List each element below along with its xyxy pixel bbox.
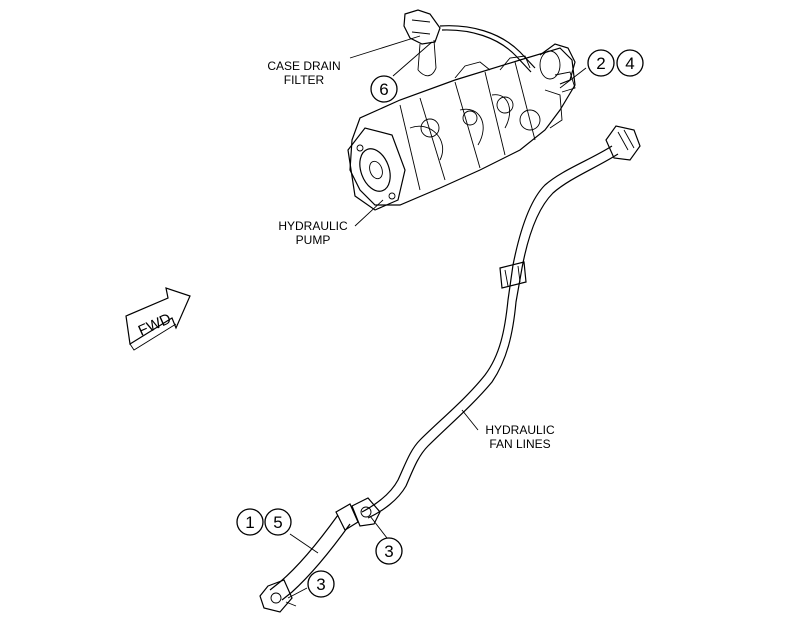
svg-text:CASE DRAIN: CASE DRAIN — [267, 59, 340, 73]
case-drain-filter-label: CASE DRAIN FILTER — [267, 59, 340, 87]
hydraulic-fan-line-tube — [361, 125, 641, 519]
svg-text:HYDRAULIC: HYDRAULIC — [278, 219, 348, 233]
svg-text:4: 4 — [625, 54, 634, 73]
lower-hose-drawing — [259, 497, 381, 613]
fwd-label: FWD — [136, 310, 174, 339]
svg-text:3: 3 — [384, 542, 393, 561]
hydraulic-pump-label: HYDRAULIC PUMP — [278, 219, 348, 247]
svg-text:5: 5 — [273, 513, 282, 532]
hydraulic-pump-drawing — [347, 43, 576, 211]
svg-text:PUMP: PUMP — [296, 233, 331, 247]
leader-lines — [287, 35, 587, 599]
fwd-arrow: FWD — [125, 287, 191, 351]
svg-text:HYDRAULIC: HYDRAULIC — [485, 423, 555, 437]
callout-1: 1 — [236, 508, 264, 536]
hydraulic-fan-lines-label: HYDRAULIC FAN LINES — [485, 423, 555, 451]
svg-text:FILTER: FILTER — [284, 73, 325, 87]
svg-text:FAN LINES: FAN LINES — [489, 437, 550, 451]
callout-5: 5 — [264, 508, 292, 536]
callout-3-lower: 3 — [307, 570, 335, 598]
svg-text:1: 1 — [245, 513, 254, 532]
callout-6: 6 — [370, 75, 398, 103]
callout-2: 2 — [587, 49, 615, 77]
case-drain-filter-drawing — [403, 9, 536, 77]
svg-text:3: 3 — [316, 575, 325, 594]
svg-text:2: 2 — [596, 54, 605, 73]
callout-4: 4 — [616, 49, 644, 77]
svg-text:6: 6 — [379, 80, 388, 99]
callout-3-upper: 3 — [375, 537, 403, 565]
